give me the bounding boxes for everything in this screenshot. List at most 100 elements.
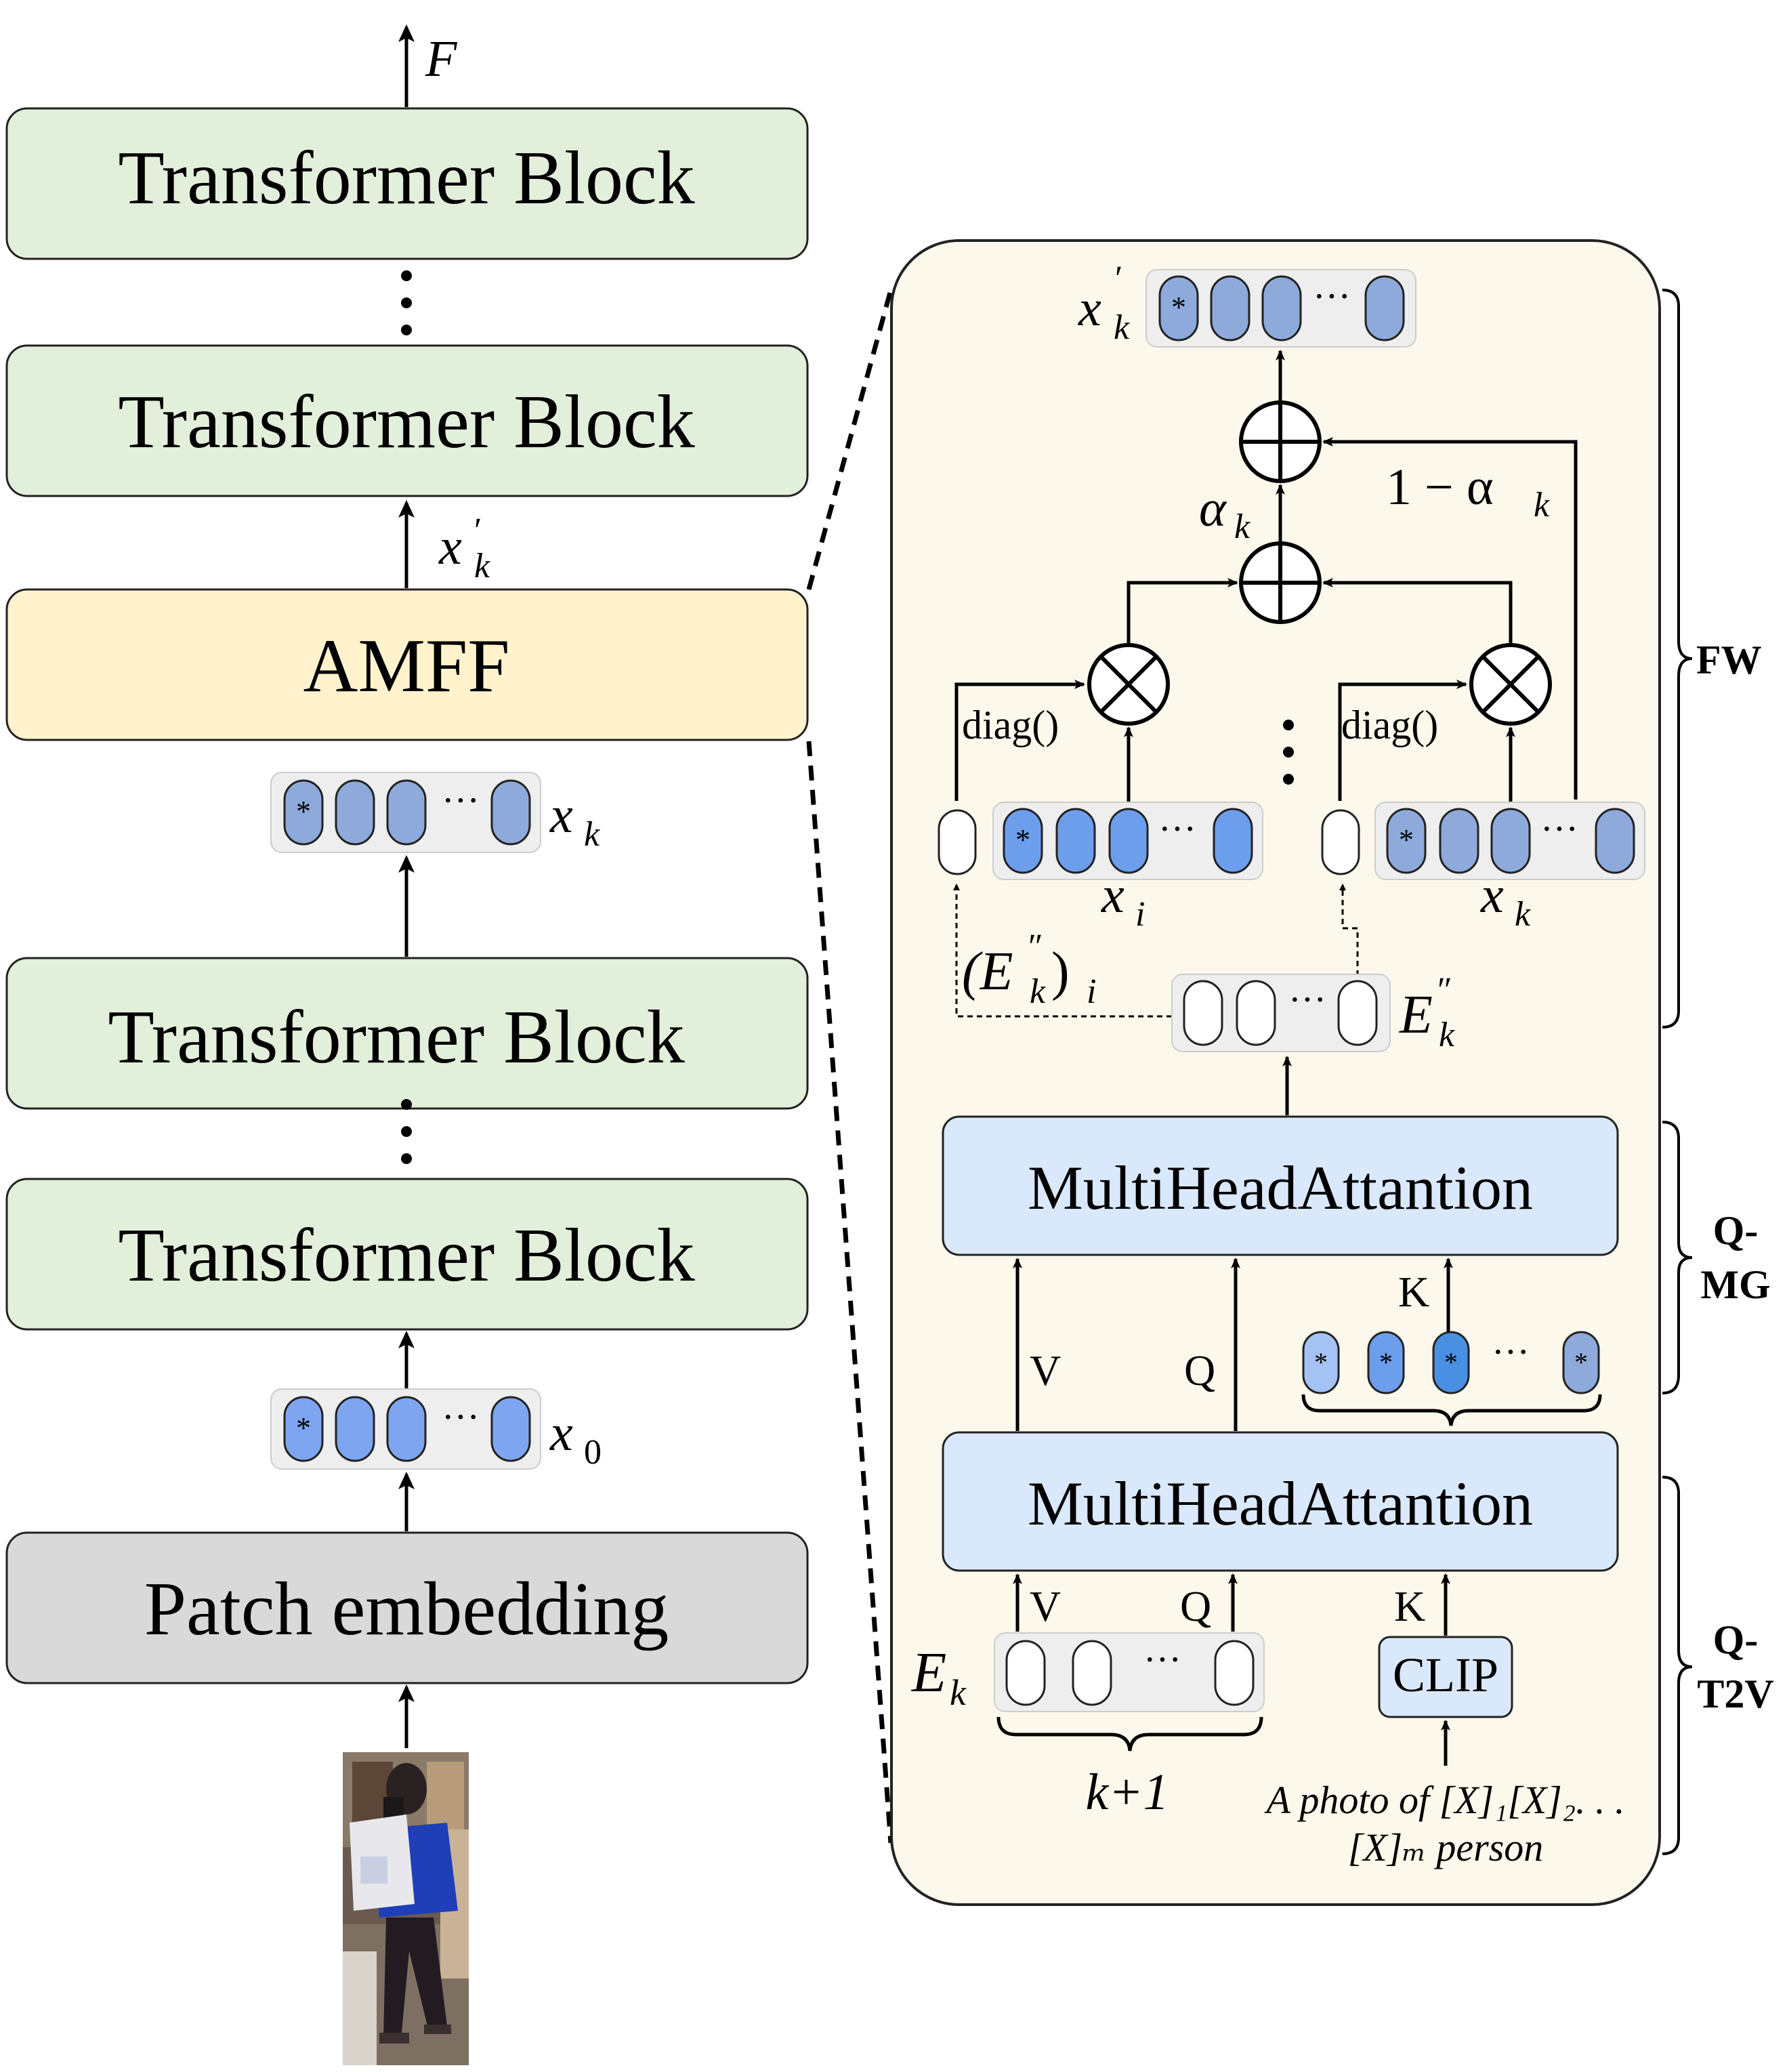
transformer-block-bottom <box>5 1178 809 1331</box>
path-one-minus-alpha <box>1322 437 1578 800</box>
prompt-text-line2: [X]ₘ person <box>1348 1825 1544 1869</box>
svg-text:···: ··· <box>1158 808 1196 850</box>
ek2-label: E <box>1399 985 1433 1045</box>
sum-node-top <box>1239 400 1322 483</box>
v-label-bottom: V <box>1030 1582 1061 1630</box>
xk-prime-sup-right: ′ <box>1115 260 1122 298</box>
prompt-text-line1: A photo of [X]₁[X]₂. . . <box>1263 1778 1624 1822</box>
ek-i-tail-sub: i <box>1087 972 1096 1011</box>
k-plus-1-label: k+1 <box>1085 1764 1169 1821</box>
transformer-block-upper-label: Transformer Block <box>118 380 694 464</box>
svg-text:*: * <box>296 795 311 828</box>
diag-token-right <box>1321 809 1360 875</box>
diag-right-label: diag() <box>1341 703 1438 747</box>
dashed-ek-to-right <box>1339 884 1359 976</box>
output-label-f: F <box>425 30 458 87</box>
transformer-block-top-label: Transformer Block <box>118 136 694 220</box>
amff-detail-panel: * ··· x k ′ α k 1 − α k <box>890 239 1661 1906</box>
token-strip-output: * ··· <box>1145 269 1416 348</box>
amff-block <box>5 588 809 741</box>
k-label-bottom: K <box>1394 1582 1425 1630</box>
sum-node-bottom <box>1239 541 1322 624</box>
bracket-qt2v: Q- T2V <box>1662 1476 1774 1855</box>
multiply-node-right <box>1469 643 1552 726</box>
xi-sub: i <box>1135 895 1145 934</box>
q-label-bottom: Q <box>1180 1582 1211 1630</box>
svg-text:···: ··· <box>1540 808 1578 850</box>
bracket-fw-label: FW <box>1696 638 1762 682</box>
diag-token-left <box>938 809 977 875</box>
mha-block-top <box>942 1115 1619 1256</box>
ek2-sub: k <box>1439 1016 1455 1054</box>
xk-prime-sub-left: k <box>474 547 490 585</box>
xk-prime-label-left: x <box>438 518 462 575</box>
svg-text:*: * <box>296 1411 311 1445</box>
ek-i-sup: ″ <box>1028 928 1043 966</box>
xk-prime-sup-left: ′ <box>474 512 482 550</box>
xk-prime-label-right: x <box>1078 280 1101 337</box>
svg-text:···: ··· <box>1492 1331 1530 1373</box>
bracket-qmg-label2: MG <box>1700 1262 1770 1307</box>
token-row-prompt: * * * ··· * <box>1301 1331 1602 1426</box>
svg-text:···: ··· <box>442 1396 480 1438</box>
mha-block-bottom <box>942 1431 1619 1572</box>
transformer-block-top <box>5 107 809 260</box>
path-diag-left <box>954 680 1085 801</box>
xk-label-right: x <box>1480 867 1504 924</box>
svg-text:···: ··· <box>442 780 480 822</box>
bracket-fw: FW <box>1662 289 1762 1029</box>
transformer-block-upper <box>5 344 809 497</box>
x0-label: x <box>549 1405 573 1462</box>
ek-sub: k <box>950 1672 967 1713</box>
bracket-qmg-label1: Q- <box>1713 1208 1759 1253</box>
k-label-top: K <box>1398 1268 1429 1316</box>
bracket-qmg: Q- MG <box>1662 1121 1771 1394</box>
xk-sub-left: k <box>584 815 600 854</box>
token-strip-ek2: ··· <box>1171 974 1391 1052</box>
bracket-qt2v-label1: Q- <box>1713 1617 1759 1662</box>
ek-i-label: (E <box>962 942 1013 1001</box>
svg-text:···: ··· <box>1313 276 1351 318</box>
token-strip-xk-right: * ··· <box>1374 802 1645 880</box>
svg-text:···: ··· <box>1288 979 1326 1021</box>
mha-bottom-label: MultiHeadAttantion <box>1028 1469 1533 1538</box>
ellipsis-dots-lower <box>401 1099 412 1164</box>
xk-sub-right: k <box>1515 895 1531 934</box>
q-label-top: Q <box>1184 1346 1215 1394</box>
ek2-sup: ″ <box>1437 971 1452 1010</box>
clip-label: CLIP <box>1393 1648 1498 1702</box>
path-diag-right <box>1338 680 1467 801</box>
token-strip-xi: * ··· <box>992 802 1263 880</box>
person-image <box>343 1752 469 2065</box>
v-label-top: V <box>1030 1346 1061 1394</box>
mha-top-label: MultiHeadAttantion <box>1028 1153 1533 1222</box>
zoom-line-bottom <box>806 741 893 1844</box>
ek-i-tail: ) <box>1051 942 1070 1001</box>
zoom-line-top <box>806 289 893 590</box>
ellipsis-dots-right <box>1283 720 1294 785</box>
alpha-label: α <box>1199 480 1227 537</box>
one-minus-alpha-sub: k <box>1534 486 1550 524</box>
svg-text:*: * <box>1444 1347 1458 1377</box>
token-strip-ek: ··· <box>994 1632 1265 1752</box>
x0-sub: 0 <box>584 1433 602 1472</box>
diag-left-label: diag() <box>962 703 1059 747</box>
amff-label: AMFF <box>303 624 509 708</box>
bracket-qt2v-label2: T2V <box>1697 1672 1773 1716</box>
ek-i-sub: k <box>1030 972 1046 1011</box>
xk-label-left: x <box>549 787 573 844</box>
ellipsis-dots-upper <box>401 270 412 335</box>
path-mult-right-to-sum <box>1322 578 1513 645</box>
clip-block <box>1378 1636 1513 1718</box>
svg-text:*: * <box>1399 823 1414 856</box>
xi-label: x <box>1101 867 1124 924</box>
transformer-block-lower-label: Transformer Block <box>108 995 684 1079</box>
svg-text:*: * <box>1379 1347 1393 1377</box>
xk-prime-sub-right: k <box>1114 308 1130 347</box>
svg-text:*: * <box>1171 291 1186 324</box>
svg-text:*: * <box>1574 1347 1588 1377</box>
transformer-block-bottom-label: Transformer Block <box>118 1214 694 1298</box>
path-mult-left-to-sum <box>1127 578 1238 645</box>
one-minus-alpha-label: 1 − α <box>1386 459 1494 516</box>
token-strip-x0: * ··· <box>270 1388 541 1470</box>
